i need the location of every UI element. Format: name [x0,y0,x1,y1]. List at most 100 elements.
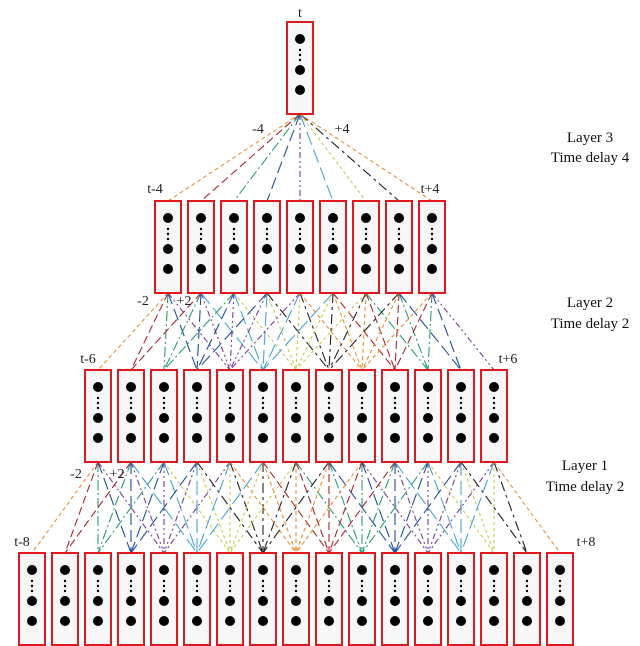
neuron-dot [159,596,169,606]
neuron-dot [394,264,404,274]
neuron-dot [390,565,400,575]
neuron-dot [328,244,338,254]
neuron-dot [489,382,499,392]
layer2-right-time-label: t+6 [499,352,518,367]
connection-line [493,461,561,554]
neuron-dot [361,264,371,274]
connection-line [163,292,202,371]
ellipsis-dot [327,584,331,588]
connection-line [196,461,264,554]
layer-3-unit [385,200,413,294]
layer-1-unit [84,552,112,646]
ellipsis-dot [331,227,335,231]
layer2-delay-minus-label: -2 [137,294,149,309]
connection-line [361,292,433,371]
neuron-dot [258,382,268,392]
neuron-dot [522,565,532,575]
neuron-dot [163,213,173,223]
neuron-dot [324,565,334,575]
neuron-dot [229,244,239,254]
connection-line [262,292,301,371]
ellipsis-dot [298,237,302,241]
ellipsis-dot [397,237,401,241]
ellipsis-dot [261,396,265,400]
neuron-dot [225,616,235,626]
neuron-dot [291,413,301,423]
connection-line [196,292,235,371]
layer2-name: Layer 2 [567,295,613,311]
ellipsis-dot [426,579,430,583]
neuron-dot [225,565,235,575]
neuron-dot [258,616,268,626]
connection-line [394,292,433,371]
connection-line [493,461,528,554]
layer-1-unit [18,552,46,646]
ellipsis-dot [430,227,434,231]
ellipsis-dot [393,396,397,400]
layer-3-unit [220,200,248,294]
neuron-dot [258,433,268,443]
connection-line [233,113,301,202]
neuron-dot [225,413,235,423]
connection-line [97,292,169,371]
ellipsis-dot [228,584,232,588]
neuron-dot [126,382,136,392]
layer-3-unit [286,200,314,294]
ellipsis-dot [360,584,364,588]
neuron-dot [423,382,433,392]
neuron-dot [390,433,400,443]
ellipsis-dot [228,401,232,405]
ellipsis-dot [430,232,434,236]
ellipsis-dot [96,579,100,583]
ellipsis-dot [265,232,269,236]
neuron-dot [196,264,206,274]
ellipsis-dot [360,406,364,410]
connection-line [295,292,301,371]
connection-line [31,461,99,554]
ellipsis-dot [360,401,364,405]
neuron-dot [126,433,136,443]
layer-3-unit [418,200,446,294]
neuron-dot [93,565,103,575]
neuron-dot [489,565,499,575]
ellipsis-dot [166,237,170,241]
neuron-dot [295,213,305,223]
neuron-dot [522,596,532,606]
layer-1-unit [381,552,409,646]
neuron-dot [192,596,202,606]
ellipsis-dot [364,237,368,241]
connection-line [262,461,330,554]
ellipsis-dot [129,589,133,593]
neuron-dot [357,413,367,423]
layer-1-unit [117,552,145,646]
layer-output-unit [286,21,314,115]
neuron-dot [60,565,70,575]
connection-line [328,292,400,371]
layer1-delay-plus-label: +2 [110,467,125,482]
neuron-dot [324,596,334,606]
layer2-delay-plus-label: +2 [177,294,192,309]
ellipsis-dot [166,232,170,236]
neuron-dot [427,244,437,254]
ellipsis-dot [232,232,236,236]
unit-boxes [18,21,574,646]
connection-line [299,113,334,202]
layer-2-unit [381,369,409,463]
neuron-dot [192,382,202,392]
neuron-dot [394,213,404,223]
ellipsis-dot [459,589,463,593]
connection-line [295,292,367,371]
ellipsis-dot [96,584,100,588]
connection-line [196,461,231,554]
neuron-dot [357,596,367,606]
ellipsis-dot [195,579,199,583]
layer-1-unit [414,552,442,646]
ellipsis-dot [261,579,265,583]
layer-1-unit [282,552,310,646]
connection-line [427,292,433,371]
ellipsis-dot [558,589,562,593]
neuron-dot [196,244,206,254]
neuron-dot [225,433,235,443]
neuron-dot [126,596,136,606]
neuron-dot [295,264,305,274]
